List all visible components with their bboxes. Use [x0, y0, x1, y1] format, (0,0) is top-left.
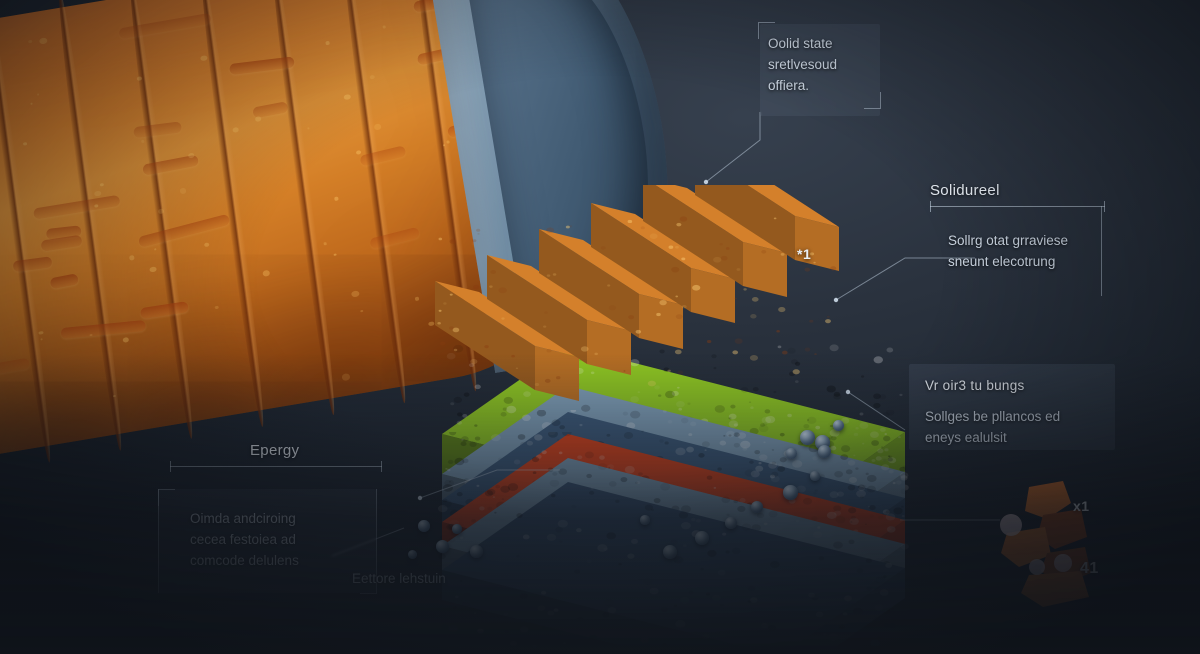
callout-title: Solidureel [930, 182, 1105, 199]
surface-droplet [141, 140, 145, 143]
surface-droplet [215, 306, 219, 310]
surface-droplet [137, 76, 142, 80]
surface-droplet [23, 142, 27, 145]
leader-dot-1 [704, 180, 708, 184]
cell-ridge-notch [49, 273, 79, 289]
callout-line: sretlvesoud [768, 55, 872, 76]
cathode-marker: *1 [797, 246, 811, 262]
surface-droplet [40, 338, 43, 340]
cell-ridge-notch [32, 195, 120, 220]
callout-right-rail [1100, 206, 1102, 296]
callout-line: Sollrg otat grraviese [948, 231, 1105, 252]
surface-droplet [179, 188, 187, 195]
surface-droplet [200, 55, 207, 61]
surface-droplet [150, 266, 157, 272]
surface-droplet [334, 196, 339, 200]
solid-state-callout: Oolid state sretlvesoud offiera. [768, 30, 872, 97]
leader-top-right [706, 112, 760, 182]
callout-line: sneunt elecotrung [948, 252, 1105, 273]
surface-droplet [323, 242, 326, 244]
surface-droplet [325, 41, 330, 45]
surface-droplet [351, 290, 360, 297]
surface-droplet [333, 253, 336, 256]
floor-gradient [0, 354, 1200, 654]
cell-ridge-notch [138, 214, 230, 248]
surface-droplet [356, 150, 362, 155]
surface-droplet [262, 270, 270, 277]
callout-line: Oolid state [768, 34, 872, 55]
surface-droplet [39, 331, 44, 335]
surface-droplet [360, 310, 364, 313]
surface-droplet [154, 248, 157, 250]
surface-droplet [382, 25, 386, 28]
callout-rule [930, 206, 1105, 207]
surface-droplet [255, 116, 261, 122]
surface-droplet [37, 94, 39, 96]
surface-droplet [39, 37, 48, 44]
callout-line: offiera. [768, 76, 872, 97]
surface-droplet [447, 140, 450, 143]
surface-droplet [373, 124, 381, 131]
surface-droplet [232, 127, 239, 133]
solidureel-callout: Solidureel Sollrg otat grraviese sneunt … [930, 182, 1105, 273]
surface-droplet [204, 243, 210, 248]
surface-droplet [344, 94, 351, 100]
surface-droplet [100, 183, 104, 187]
surface-droplet [28, 40, 32, 43]
surface-droplet [94, 191, 101, 197]
surface-droplet [123, 337, 130, 343]
surface-droplet [307, 127, 310, 129]
surface-droplet [30, 102, 33, 105]
surface-droplet [129, 255, 135, 260]
surface-droplet [369, 75, 375, 80]
